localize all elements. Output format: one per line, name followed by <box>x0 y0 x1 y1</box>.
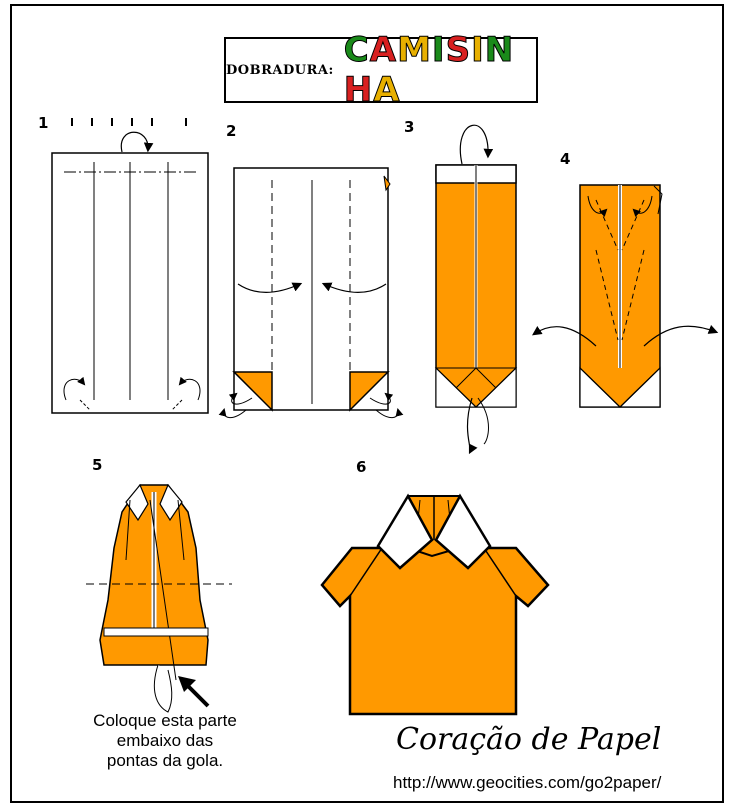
caption-line: pontas da gola. <box>106 751 224 770</box>
step-1-fold-arrow <box>120 131 154 153</box>
step-5-collar-left <box>125 483 149 522</box>
step-number-4: 4 <box>560 150 571 168</box>
brand-signature: Coração de Papel <box>396 722 662 757</box>
step-2-corner-right <box>349 371 390 412</box>
step-1-corner-arrow-left <box>63 376 86 401</box>
step-6-collar-left <box>376 493 434 570</box>
title-letter: C <box>343 30 370 71</box>
instruction-caption: Coloque esta parte embaixo das pontas da… <box>50 711 280 771</box>
step-1-figure <box>51 118 209 414</box>
title-letter: M <box>397 30 432 71</box>
step-number-3: 3 <box>404 118 415 136</box>
step-5-collar-right <box>159 483 183 522</box>
step-number-6: 6 <box>356 458 367 476</box>
step-4-figure <box>532 184 719 408</box>
title-main: CAMISIN HA <box>343 30 536 111</box>
step-2-corner-left <box>232 371 273 412</box>
caption-line: Coloque esta parte <box>93 711 237 730</box>
step-3-fold-arrow-top <box>459 124 494 165</box>
title-prefix: DOBRADURA: <box>226 62 334 78</box>
step-3-fold-arrow-bottom <box>466 397 478 455</box>
step-4-arrow-left <box>532 326 597 347</box>
step-number-1: 1 <box>38 114 49 132</box>
step-6-collar-right <box>434 493 492 570</box>
step-2-fold-arrow-right <box>321 282 387 293</box>
step-3-figure <box>434 124 518 455</box>
step-2-fold-arrow-left <box>237 282 303 293</box>
title-letter: H <box>343 70 374 111</box>
step-number-5: 5 <box>92 456 103 474</box>
step-2-top-flap <box>383 175 391 192</box>
step-5-figure <box>86 483 232 713</box>
step-number-2: 2 <box>226 122 237 140</box>
step-6-figure <box>320 493 550 716</box>
step-2-figure <box>218 167 404 418</box>
title-letter: I <box>471 30 485 71</box>
step-4-arrow-right <box>643 324 719 347</box>
title-letter: S <box>445 30 472 71</box>
title-letter: A <box>373 70 401 111</box>
step-6-shirt-body <box>320 546 550 716</box>
step-2-paper <box>233 167 389 411</box>
step-1-corner-arrow-right <box>178 376 201 401</box>
title-letter: N <box>484 30 515 71</box>
title-letter: A <box>369 30 398 71</box>
caption-line: embaixo das <box>116 731 214 750</box>
title-letter: I <box>431 30 446 71</box>
step-1-tick-marks <box>71 118 187 126</box>
source-url: http://www.geocities.com/go2paper/ <box>393 773 662 792</box>
title-box: DOBRADURA: CAMISIN HA <box>224 30 538 111</box>
